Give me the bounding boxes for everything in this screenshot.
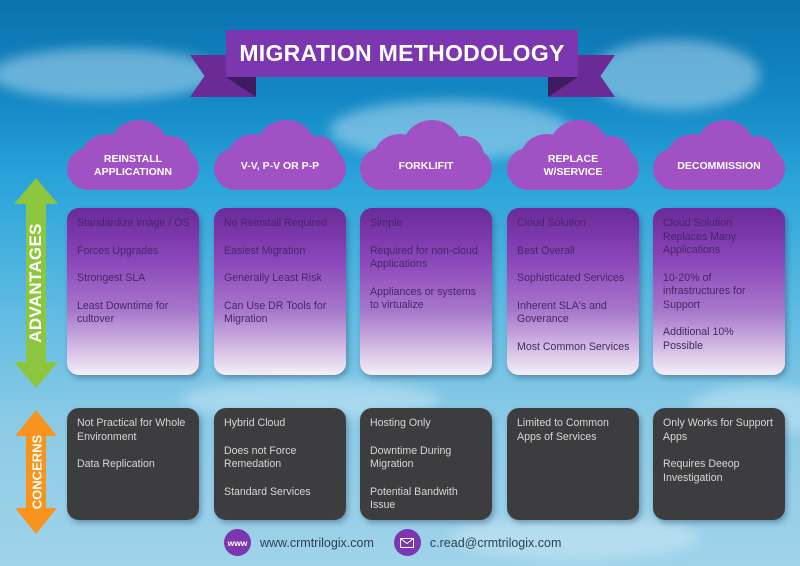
concern-item: Potential Bandwith Issue [370,485,458,512]
advantage-item: Strongest SLA [77,272,146,284]
concern-item: Hybrid Cloud [224,417,286,429]
advantages-card-vv-pv-pp: No Reinstall Required Easiest Migration … [214,208,346,375]
advantage-item: Simple [370,217,403,229]
concerns-card-decommission: Only Works for Support Apps Requires Dee… [653,408,785,520]
advantage-item: Most Common Services [517,340,630,353]
advantages-card-reinstall: Standardize image / OS Forces Upgrades S… [67,208,199,375]
advantage-item: Appliances or systems to virtualize [370,285,476,312]
advantages-card-forklift: Simple Required for non-cloud Applicatio… [360,208,492,375]
advantages-card-decommission: Cloud Solution Replaces Many Application… [653,208,785,375]
cloud-heading-decommission: DECOMMISSION [653,118,785,190]
cloud-heading-forklift: FORKLIFIT [360,118,492,190]
email-link[interactable]: c.read@crmtrilogix.com [429,535,562,550]
advantage-item: Generally Least Risk [224,272,322,284]
background-cloud [0,48,220,100]
concerns-label: CONCERNS [29,434,45,510]
cloud-heading-reinstall: REINSTALL APPLICATIONN [67,118,199,190]
column-heading: FORKLIFIT [398,159,454,172]
concern-item: Not Practical for Whole Environment [77,417,186,443]
advantage-item: Standardize image / OS [77,217,190,229]
concern-item: Standard Services [224,485,311,498]
concerns-arrow: CONCERNS [15,410,59,534]
advantage-item: Cloud Solution [517,217,586,229]
concern-item: Only Works for Support Apps [663,417,773,443]
concern-item: Limited to Common Apps of Services [517,417,609,443]
concern-item: Downtime During Migration [370,444,452,471]
advantage-item: Forces Upgrades [77,244,159,257]
column-heading: DECOMMISSION [677,159,761,172]
background-cloud [590,40,760,110]
column-heading: REPLACE W/SERVICE [543,153,603,178]
double-arrow-icon [14,178,58,388]
column-heading: V-V, P-V OR P-P [240,159,320,172]
advantage-item: 10-20% of infrastructures for Support [663,271,746,311]
advantage-item: Easiest Migration [224,244,306,257]
concerns-card-forklift: Hosting Only Downtime During Migration P… [360,408,492,520]
advantages-arrow: ADVANTAGES [14,178,58,388]
column-heading: REINSTALL APPLICATIONN [94,153,172,178]
page-title: MIGRATION METHODOLOGY [239,40,565,66]
advantage-item: Required for non-cloud Applications [370,244,478,271]
advantage-item: Best Overall [517,244,575,257]
footer-contact: www www.crmtrilogix.com c.read@crmtrilog… [224,529,581,556]
website-link[interactable]: www.crmtrilogix.com [260,535,374,550]
background-cloud [450,515,700,560]
double-arrow-icon [15,410,57,534]
concern-item: Data Replication [77,458,155,470]
advantage-item: Sophisticated Services [517,272,625,284]
envelope-icon [393,529,421,556]
advantage-item: Additional 10% Possible [663,326,734,352]
advantages-card-replace: Cloud Solution Best Overall Sophisticate… [507,208,639,375]
cloud-heading-vv-pv-pp: V-V, P-V OR P-P [214,118,346,190]
title-ribbon: MIGRATION METHODOLOGY [226,30,578,77]
concern-item: Hosting Only [370,417,431,429]
globe-www-icon: www [224,529,251,556]
concern-item: Requires Deeop Investigation [663,458,740,484]
cloud-heading-replace: REPLACE W/SERVICE [507,118,639,190]
concerns-card-reinstall: Not Practical for Whole Environment Data… [67,408,199,520]
concern-item: Does not Force Remedation [224,444,297,471]
concerns-card-replace: Limited to Common Apps of Services [507,408,639,520]
advantage-item: Cloud Solution Replaces Many Application… [663,217,737,256]
concerns-card-vv-pv-pp: Hybrid Cloud Does not Force Remedation S… [214,408,346,520]
advantages-label: ADVANTAGES [26,223,45,343]
advantage-item: No Reinstall Required [224,217,328,229]
advantage-item: Inherent SLA's and Goverance [517,299,607,326]
advantage-item: Can Use DR Tools for Migration [224,299,327,326]
advantage-item: Least Downtime for cultover [77,299,169,326]
